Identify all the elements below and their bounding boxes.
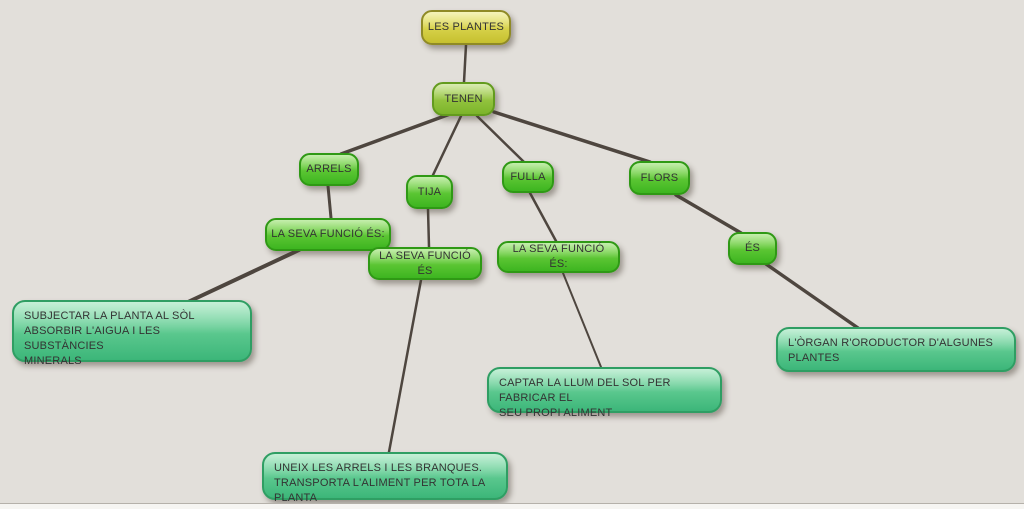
node-label: TIJA bbox=[417, 185, 442, 198]
node-detall-tija[interactable]: UNEIX LES ARRELS I LES BRANQUES. TRANSPO… bbox=[262, 452, 508, 504]
node-label: L'ÒRGAN R'ORODUCTOR D'ALGUNES PLANTES bbox=[788, 337, 994, 364]
node-funcio-tija[interactable]: LA SEVA FUNCIÓ ÉS bbox=[368, 247, 482, 280]
node-tija[interactable]: TIJA bbox=[406, 175, 453, 209]
node-funcio-arrels[interactable]: LA SEVA FUNCIÓ ÉS: bbox=[265, 218, 391, 251]
node-label: UNEIX LES ARRELS I LES BRANQUES. TRANSPO… bbox=[274, 462, 485, 504]
node-label: TENEN bbox=[444, 92, 483, 105]
edge-fulla-funcio-fulla bbox=[528, 191, 558, 243]
node-label: CAPTAR LA LLUM DEL SOL PER FABRICAR EL S… bbox=[499, 377, 671, 419]
edge-les-plantes-tenen bbox=[462, 43, 468, 84]
node-label: FULLA bbox=[510, 170, 546, 183]
edge-funcio-arrels-detall-arrels bbox=[186, 248, 301, 304]
page-bottom-edge bbox=[0, 503, 1024, 509]
node-label: LA SEVA FUNCIÓ ÉS: bbox=[512, 243, 605, 270]
node-fulla[interactable]: FULLA bbox=[502, 161, 554, 193]
node-label: LA SEVA FUNCIÓ ÉS bbox=[379, 249, 471, 277]
node-label: SUBJECTAR LA PLANTA AL SÒL ABSORBIR L'AI… bbox=[24, 310, 195, 367]
node-les-plantes[interactable]: LES PLANTES bbox=[421, 10, 511, 45]
node-detall-fulla[interactable]: CAPTAR LA LLUM DEL SOL PER FABRICAR EL S… bbox=[487, 367, 722, 419]
edge-tenen-flors bbox=[492, 110, 652, 164]
node-funcio-fulla[interactable]: LA SEVA FUNCIÓ ÉS: bbox=[497, 241, 620, 273]
node-arrels[interactable]: ARRELS bbox=[299, 153, 359, 186]
node-label: ÉS bbox=[744, 242, 761, 254]
edge-es-detall-flors bbox=[764, 262, 860, 330]
node-tenen[interactable]: TENEN bbox=[432, 82, 495, 116]
edge-funcio-tija-detall-tija bbox=[387, 278, 423, 454]
edge-tenen-fulla bbox=[475, 114, 526, 164]
node-label: FLORS bbox=[640, 171, 679, 184]
node-detall-arrels[interactable]: SUBJECTAR LA PLANTA AL SÒL ABSORBIR L'AI… bbox=[12, 300, 252, 367]
edge-flors-es bbox=[674, 193, 743, 235]
edge-tenen-tija bbox=[431, 114, 463, 177]
node-label: ARRELS bbox=[306, 163, 352, 175]
node-label: LES PLANTES bbox=[427, 21, 505, 33]
node-detall-flors[interactable]: L'ÒRGAN R'ORODUCTOR D'ALGUNES PLANTES bbox=[776, 327, 1016, 372]
node-es[interactable]: ÉS bbox=[728, 232, 777, 265]
edge-tenen-arrels bbox=[339, 112, 452, 156]
node-flors[interactable]: FLORS bbox=[629, 161, 690, 195]
edge-arrels-funcio-arrels bbox=[326, 184, 333, 220]
node-label: LA SEVA FUNCIÓ ÉS: bbox=[271, 228, 385, 240]
edge-tija-funcio-tija bbox=[426, 207, 431, 249]
edge-funcio-fulla-detall-fulla bbox=[562, 272, 602, 368]
